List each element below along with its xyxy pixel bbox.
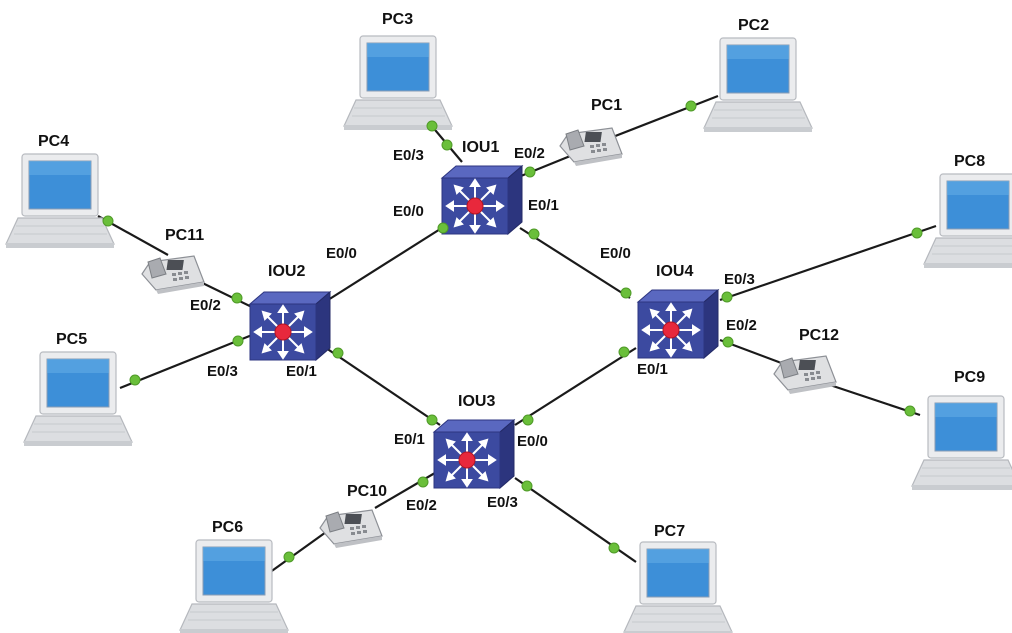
link-iou4-pc8 (719, 224, 937, 302)
port-dot (608, 542, 620, 554)
pc7-label: PC7 (654, 523, 685, 540)
pc8-laptop-icon[interactable] (923, 173, 1012, 269)
pc6-label: PC6 (212, 519, 243, 536)
iou3-port-e01-label: E0/1 (394, 431, 425, 448)
iou1-port-e00-label: E0/0 (393, 203, 424, 220)
pc1-label: PC1 (591, 97, 622, 114)
pc12-ip-phone-icon[interactable] (773, 355, 837, 395)
iou1-port-e03-label: E0/3 (393, 147, 424, 164)
port-dot (521, 480, 533, 492)
pc6-laptop-icon[interactable] (179, 539, 289, 633)
pc9-laptop-icon[interactable] (911, 395, 1012, 491)
port-dot (129, 374, 141, 386)
pc10-label: PC10 (347, 483, 387, 500)
link-iou1-iou2 (327, 225, 446, 301)
port-dot (283, 551, 295, 563)
iou1-port-e02-label: E0/2 (514, 145, 545, 162)
iou4-port-e03-label: E0/3 (724, 271, 755, 288)
iou4-label: IOU4 (656, 263, 693, 280)
pc11-ip-phone-icon[interactable] (141, 255, 205, 295)
link-iou3-pc10 (374, 469, 441, 509)
iou3-port-e03-label: E0/3 (487, 494, 518, 511)
port-dot (721, 291, 733, 303)
iou4-multilayer-switch-icon[interactable] (637, 289, 719, 359)
port-dot (904, 405, 916, 417)
pc3-label: PC3 (382, 11, 413, 28)
port-dot (332, 347, 344, 359)
port-dot (232, 335, 244, 347)
port-dot (437, 222, 449, 234)
pc11-label: PC11 (165, 227, 204, 244)
port-dot (102, 215, 114, 227)
port-dot (426, 120, 438, 132)
iou2-port-e03-label: E0/3 (207, 363, 238, 380)
pc5-laptop-icon[interactable] (23, 351, 133, 447)
pc10-ip-phone-icon[interactable] (319, 509, 383, 549)
pc7-laptop-icon[interactable] (623, 541, 733, 633)
iou3-port-e00-label: E0/0 (517, 433, 548, 450)
iou1-multilayer-switch-icon[interactable] (441, 165, 523, 235)
iou2-port-e02-label: E0/2 (190, 297, 221, 314)
iou3-label: IOU3 (458, 393, 495, 410)
pc5-label: PC5 (56, 331, 87, 348)
port-dot (524, 166, 536, 178)
port-dot (522, 414, 534, 426)
port-dot (620, 287, 632, 299)
iou1-label: IOU1 (462, 139, 499, 156)
port-dot (618, 346, 630, 358)
link-iou4-iou3 (514, 347, 637, 426)
port-dot (417, 476, 429, 488)
pc1-ip-phone-icon[interactable] (559, 127, 623, 167)
iou4-port-e00-label: E0/0 (600, 245, 631, 262)
pc2-label: PC2 (738, 17, 769, 34)
port-dots (102, 100, 923, 563)
pc12-label: PC12 (799, 327, 839, 344)
pc3-laptop-icon[interactable] (343, 35, 453, 131)
iou1-port-e01-label: E0/1 (528, 197, 559, 214)
port-dot (722, 336, 734, 348)
port-dot (426, 414, 438, 426)
link-pc1-pc2 (604, 94, 719, 142)
pc9-label: PC9 (954, 369, 985, 386)
pc2-laptop-icon[interactable] (703, 37, 813, 133)
iou2-multilayer-switch-icon[interactable] (249, 291, 331, 361)
iou4-port-e02-label: E0/2 (726, 317, 757, 334)
link-iou2-iou3 (325, 347, 441, 426)
port-dot (911, 227, 923, 239)
iou2-port-e00-label: E0/0 (326, 245, 357, 262)
port-dot (441, 139, 453, 151)
iou2-port-e01-label: E0/1 (286, 363, 317, 380)
iou2-label: IOU2 (268, 263, 305, 280)
pc4-laptop-icon[interactable] (5, 153, 115, 249)
pc4-label: PC4 (38, 133, 69, 150)
link-iou2-pc5 (119, 333, 253, 390)
port-dot (528, 228, 540, 240)
iou3-port-e02-label: E0/2 (406, 497, 437, 514)
port-dot (685, 100, 697, 112)
pc8-label: PC8 (954, 153, 985, 170)
port-dot (231, 292, 243, 304)
iou4-port-e01-label: E0/1 (637, 361, 668, 378)
iou3-multilayer-switch-icon[interactable] (433, 419, 515, 489)
link-iou1-iou4 (519, 227, 631, 299)
